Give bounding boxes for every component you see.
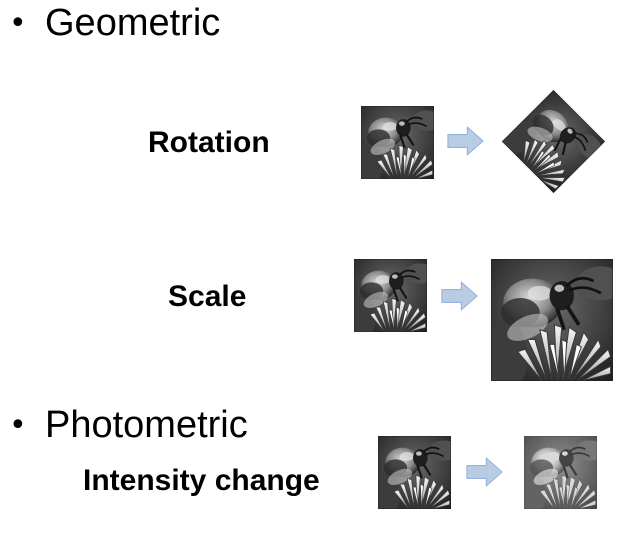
bee-image-intensity-changed bbox=[524, 436, 597, 509]
label-scale: Scale bbox=[168, 280, 247, 313]
bee-image-scaled bbox=[491, 259, 613, 381]
right-arrow-icon bbox=[466, 456, 503, 488]
bullet-marker: • bbox=[9, 6, 27, 41]
label-intensity-change: Intensity change bbox=[83, 464, 320, 497]
bee-image-original bbox=[361, 106, 434, 179]
right-arrow-icon bbox=[441, 280, 478, 312]
bee-image-original bbox=[378, 436, 451, 509]
bee-image-original bbox=[354, 259, 427, 332]
bullet-marker: • bbox=[9, 408, 27, 443]
right-arrow-icon bbox=[447, 125, 484, 157]
label-rotation: Rotation bbox=[148, 126, 270, 159]
heading-geometric: Geometric bbox=[45, 2, 221, 44]
heading-photometric: Photometric bbox=[45, 404, 248, 446]
bee-image-rotated bbox=[502, 90, 605, 193]
